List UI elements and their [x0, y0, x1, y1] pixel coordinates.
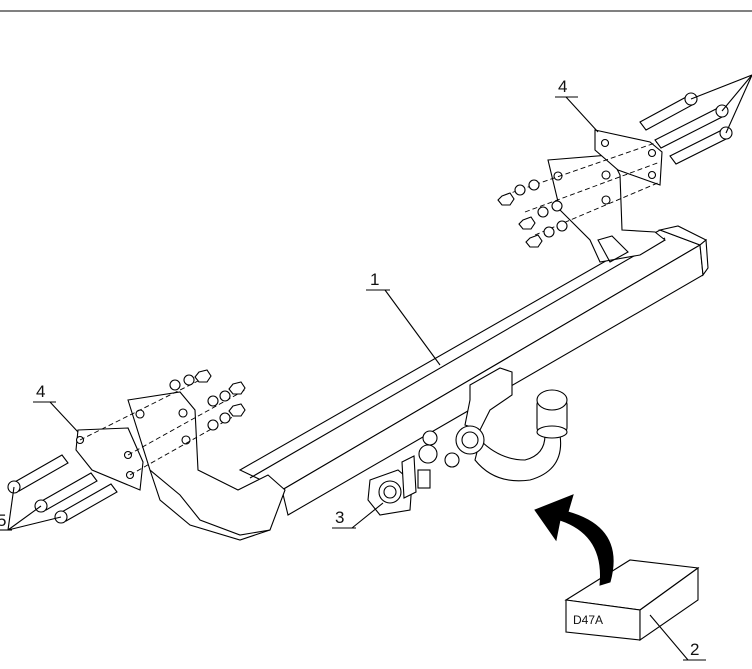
left-assembly-lines: [79, 379, 246, 476]
curved-arrow-icon: [534, 494, 614, 586]
right-flat-plate: [594, 129, 663, 186]
socket-plate: [367, 455, 431, 516]
right-nuts-washers: [497, 179, 568, 248]
label-part-1: 1: [370, 270, 379, 289]
label-part-4-left: 4: [36, 382, 45, 401]
left-side-bracket: [127, 391, 286, 541]
label-part-3: 3: [335, 508, 344, 527]
left-flat-plate: [75, 427, 144, 491]
package-box: D47A: [564, 559, 700, 642]
label-part-5: 5: [0, 511, 6, 530]
callouts: 1 3 2 4 4 5: [0, 74, 752, 661]
label-part-4-right: 4: [558, 77, 567, 96]
tow-ball-assembly: [418, 367, 568, 482]
label-part-2: 2: [690, 640, 699, 659]
main-beam: [238, 225, 709, 516]
box-code-label: D47A: [573, 613, 603, 627]
left-nuts-washers: [169, 369, 246, 431]
